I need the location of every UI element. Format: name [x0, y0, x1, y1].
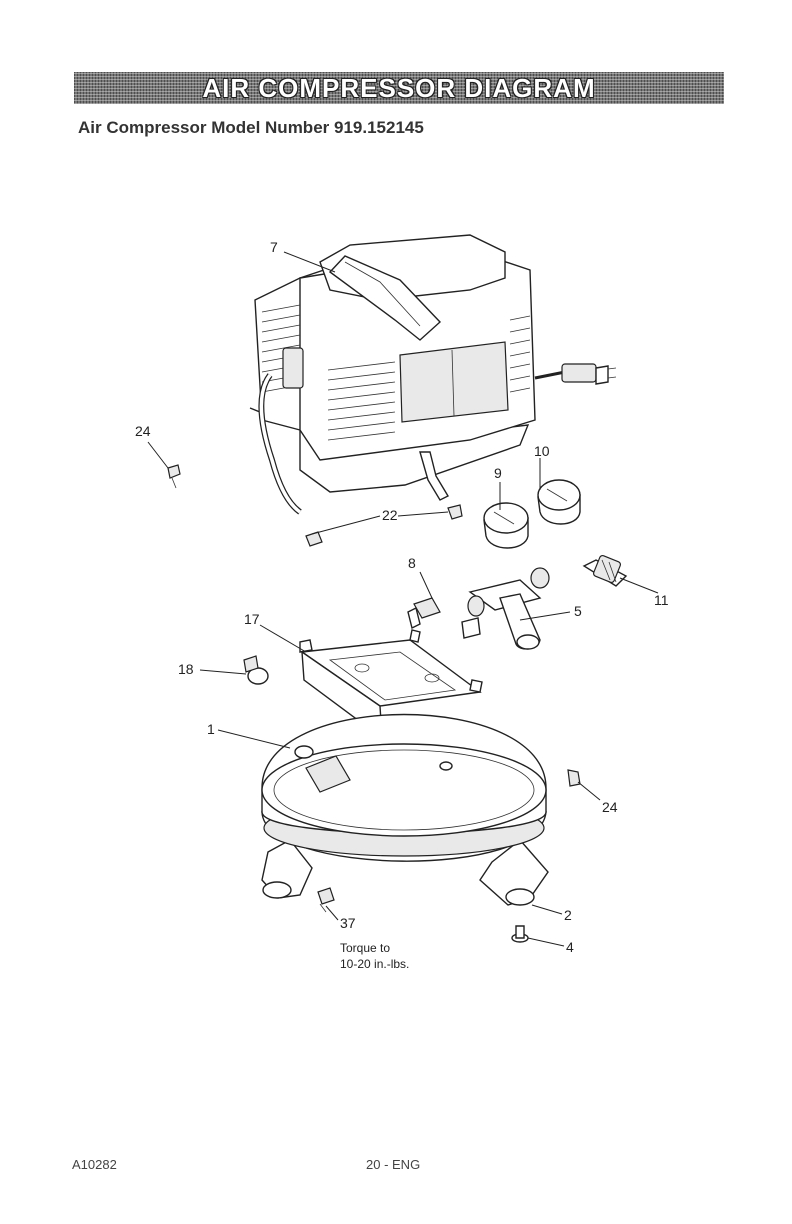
callout-5: 5 [574, 603, 582, 619]
air-tank-1 [261, 713, 549, 906]
callout-4: 4 [566, 939, 574, 955]
callout-2: 2 [564, 907, 572, 923]
callout-17: 17 [244, 611, 260, 627]
callout-37: 37 [340, 915, 356, 931]
fitting-22-left [305, 531, 323, 547]
callout-24-top: 24 [135, 423, 151, 439]
fitting-22-right [447, 504, 463, 520]
callout-1: 1 [207, 721, 215, 737]
torque-note-line2: 10-20 in.-lbs. [340, 957, 409, 971]
bolt-4 [511, 925, 529, 943]
check-valve-8 [407, 597, 441, 630]
callout-7: 7 [270, 239, 278, 255]
banner-title: AIR COMPRESSOR DIAGRAM [202, 72, 596, 103]
model-subtitle: Air Compressor Model Number 919.152145 [78, 118, 424, 137]
mounting-bracket-17 [299, 629, 483, 740]
motor-shroud [249, 234, 617, 515]
air-filter-10 [537, 479, 581, 525]
callout-8: 8 [408, 555, 416, 571]
fitting-24-bottom [567, 769, 581, 787]
callout-10: 10 [534, 443, 550, 459]
section-banner: AIR COMPRESSOR DIAGRAM [74, 72, 724, 104]
manifold-5 [461, 567, 550, 650]
fitting-24-top [167, 464, 181, 489]
callout-9: 9 [494, 465, 502, 481]
callout-18: 18 [178, 661, 194, 677]
air-filter-9 [483, 502, 529, 549]
pressure-gauge-18 [243, 655, 269, 685]
callout-22: 22 [382, 507, 398, 523]
torque-note-line1: Torque to [340, 941, 390, 955]
page-number: 20 - ENG [366, 1157, 421, 1172]
callout-11: 11 [654, 592, 669, 608]
quick-coupler-11 [582, 554, 628, 587]
callout-24-bottom: 24 [602, 799, 618, 815]
drain-valve-37 [317, 887, 335, 913]
document-code: A10282 [72, 1157, 117, 1172]
leader-lines [147, 251, 659, 947]
